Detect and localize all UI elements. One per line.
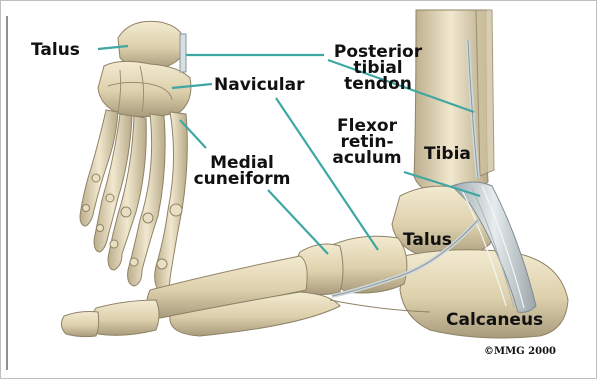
- label-flexor-line3: aculum: [332, 150, 402, 166]
- label-medial-cuneiform: Medial cuneiform: [192, 155, 292, 187]
- label-posterior-tibial-tendon: Posterior tibial tendon: [326, 44, 430, 92]
- label-talus-top: Talus: [31, 42, 80, 58]
- top-view-foot: [80, 21, 191, 292]
- label-flexor-retinaculum: Flexor retin- aculum: [332, 118, 402, 166]
- label-talus-side: Talus: [403, 232, 452, 248]
- label-tibia: Tibia: [424, 146, 471, 162]
- label-posterior-line3: tendon: [326, 76, 430, 92]
- copyright-text: ©MMG 2000: [484, 346, 556, 357]
- label-medial-line2: cuneiform: [192, 171, 292, 187]
- label-navicular: Navicular: [214, 77, 304, 93]
- label-calcaneus: Calcaneus: [446, 312, 543, 328]
